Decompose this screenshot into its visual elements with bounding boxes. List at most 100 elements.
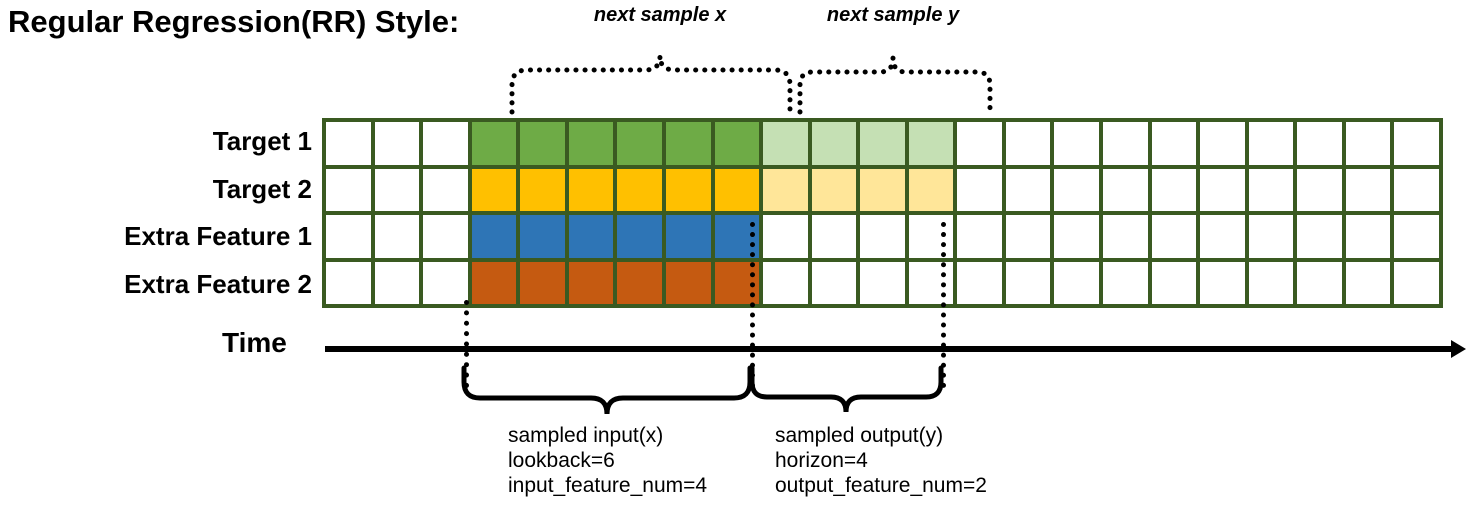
row-label-target-2: Target 2 (212, 173, 312, 204)
grid-cell-r2-c17 (1103, 168, 1148, 211)
grid-cell-r4-c3 (423, 261, 468, 304)
grid-cell-r3-c4 (471, 215, 517, 258)
grid-cell-r1-c6 (568, 122, 614, 165)
caption-output-title: sampled output(y) (775, 424, 944, 447)
grid-cell-r4-c5 (520, 261, 565, 304)
grid-cell-r3-c8 (665, 215, 711, 258)
grid-cell-r1-c1 (326, 122, 371, 165)
grid-cell-r3-c22 (1345, 215, 1391, 258)
caption-input-feature-num: input_feature_num=4 (508, 474, 708, 497)
grid-cell-r3-c13 (908, 215, 954, 258)
grid-cell-r2-c12 (860, 168, 905, 211)
grid-cell-r1-c5 (520, 122, 565, 165)
grid-cell-r4-c11 (811, 261, 857, 304)
grid-cell-r1-c4 (471, 122, 517, 165)
grid-cell-r3-c3 (423, 215, 468, 258)
grid-cell-r3-c2 (374, 215, 420, 258)
caption-output-horizon: horizon=4 (775, 449, 868, 472)
grid-cell-r2-c21 (1297, 168, 1342, 211)
grid-cell-r1-c14 (957, 122, 1002, 165)
grid-cell-r3-c20 (1248, 215, 1294, 258)
grid-cell-r1-c16 (1054, 122, 1100, 165)
grid-cell-r4-c7 (617, 261, 662, 304)
grid-cell-r2-c15 (1005, 168, 1051, 211)
grid-cell-r4-c19 (1200, 261, 1245, 304)
grid-cell-r1-c20 (1248, 122, 1294, 165)
grid-cell-r1-c12 (860, 122, 905, 165)
grid-cell-r2-c18 (1151, 168, 1197, 211)
grid-cell-r3-c14 (957, 215, 1002, 258)
caption-output-feature-num: output_feature_num=2 (775, 474, 987, 497)
grid-cell-r2-c3 (423, 168, 468, 211)
grid-cell-r3-c1 (326, 215, 371, 258)
grid-cell-r4-c10 (763, 261, 808, 304)
grid-cell-r3-c11 (811, 215, 857, 258)
row-label-extra-feature-2: Extra Feature 2 (124, 268, 312, 299)
caption-sampled-output: sampled output(y) horizon=4 output_featu… (775, 423, 987, 498)
timeline-grid (322, 118, 1443, 308)
grid-cell-r4-c23 (1394, 261, 1439, 304)
grid-cell-r3-c5 (520, 215, 565, 258)
grid-cell-r3-c6 (568, 215, 614, 258)
grid-cell-r1-c19 (1200, 122, 1245, 165)
grid-cell-r3-c15 (1005, 215, 1051, 258)
grid-cell-r3-c17 (1103, 215, 1148, 258)
grid-cell-r4-c22 (1345, 261, 1391, 304)
grid-cell-r4-c16 (1054, 261, 1100, 304)
grid-cell-r3-c21 (1297, 215, 1342, 258)
grid-cell-r3-c19 (1200, 215, 1245, 258)
grid-cell-r1-c13 (908, 122, 954, 165)
grid-cell-r4-c4 (471, 261, 517, 304)
grid-cell-r2-c11 (811, 168, 857, 211)
grid-cell-r2-c6 (568, 168, 614, 211)
grid-cell-r4-c17 (1103, 261, 1148, 304)
grid-cell-r1-c7 (617, 122, 662, 165)
grid-cell-r2-c19 (1200, 168, 1245, 211)
grid-cell-r1-c22 (1345, 122, 1391, 165)
annotation-next-sample-y: next sample y (826, 4, 960, 26)
time-axis-label: Time (222, 327, 287, 358)
row-label-extra-feature-1: Extra Feature 1 (124, 221, 312, 251)
caption-input-lookback: lookback=6 (508, 449, 615, 472)
grid-cell-r4-c6 (568, 261, 614, 304)
grid-cell-r1-c9 (714, 122, 760, 165)
grid-cell-r1-c10 (763, 122, 808, 165)
grid-cell-r2-c16 (1054, 168, 1100, 211)
grid-cell-r2-c2 (374, 168, 420, 211)
grid-cell-r1-c2 (374, 122, 420, 165)
grid-cell-r2-c9 (714, 168, 760, 211)
guide-line-input-end (750, 222, 755, 388)
grid-cell-r3-c23 (1394, 215, 1439, 258)
grid-cell-r4-c15 (1005, 261, 1051, 304)
guide-line-output-end (941, 222, 946, 388)
page-title: Regular Regression(RR) Style: (8, 4, 460, 39)
grid-cell-r2-c22 (1345, 168, 1391, 211)
grid-cell-r1-c8 (665, 122, 711, 165)
grid-cell-r1-c21 (1297, 122, 1342, 165)
grid-cell-r4-c18 (1151, 261, 1197, 304)
grid-cell-r3-c10 (763, 215, 808, 258)
row-label-target-1: Target 1 (212, 126, 312, 156)
grid-cell-r1-c17 (1103, 122, 1148, 165)
grid-cell-r2-c20 (1248, 168, 1294, 211)
grid-cell-r2-c10 (763, 168, 808, 211)
grid-cell-r3-c16 (1054, 215, 1100, 258)
grid-cell-r4-c12 (860, 261, 905, 304)
grid-cell-r2-c5 (520, 168, 565, 211)
grid-cell-r4-c2 (374, 261, 420, 304)
grid-cell-r2-c4 (471, 168, 517, 211)
grid-cell-r4-c13 (908, 261, 954, 304)
grid-cell-r2-c1 (326, 168, 371, 211)
grid-cell-r3-c18 (1151, 215, 1197, 258)
grid-cell-r2-c23 (1394, 168, 1439, 211)
caption-input-title: sampled input(x) (508, 424, 664, 447)
grid-cell-r3-c12 (860, 215, 905, 258)
grid-cell-r2-c7 (617, 168, 662, 211)
grid-cell-r4-c14 (957, 261, 1002, 304)
grid-cell-r1-c23 (1394, 122, 1439, 165)
grid-cell-r2-c8 (665, 168, 711, 211)
grid-cell-r1-c15 (1005, 122, 1051, 165)
grid-cell-r1-c3 (423, 122, 468, 165)
annotation-next-sample-x: next sample x (593, 4, 727, 26)
